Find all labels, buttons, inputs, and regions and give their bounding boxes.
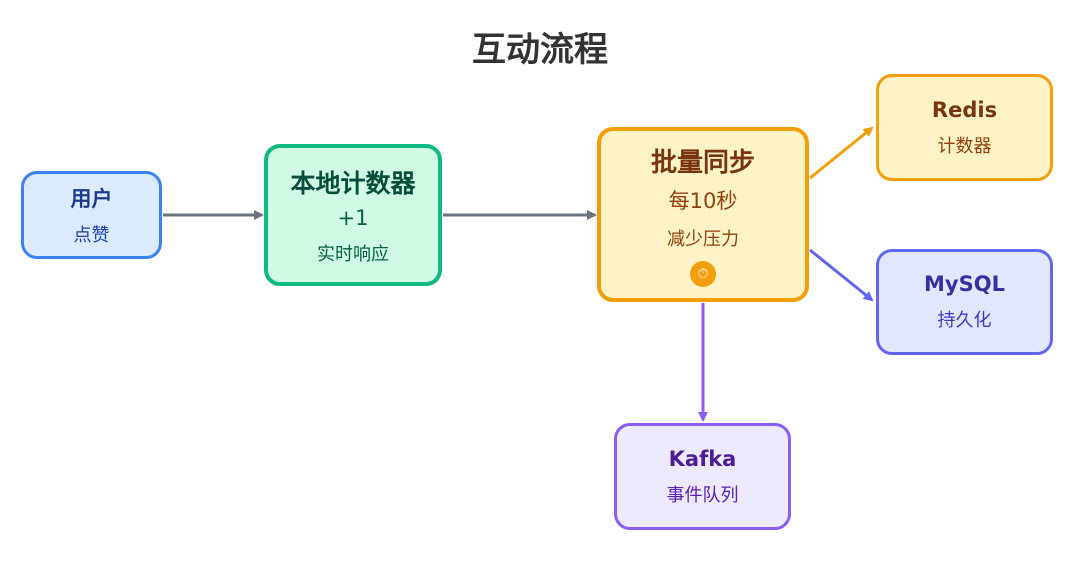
diagram-title: 互动流程 [472,30,608,70]
node-mysql: MySQL 持久化 [876,249,1053,355]
node-batch-sync: 批量同步 每10秒 减少压力 ⏱ [597,127,809,302]
node-batch-sync-interval: 每10秒 [668,189,738,213]
node-local-counter: 本地计数器 +1 实时响应 [264,144,442,286]
node-local-counter-increment: +1 [337,206,369,230]
node-mysql-subtitle: 持久化 [937,310,992,331]
node-kafka-subtitle: 事件队列 [666,484,739,506]
timer-icon: ⏱ [690,261,716,287]
node-batch-sync-title: 批量同步 [650,148,755,178]
edge-batch-sync-to-redis [809,126,874,180]
node-local-counter-subtitle: 实时响应 [317,244,389,265]
node-kafka-title: Kafka [668,446,737,471]
node-mysql-title: MySQL [924,272,1005,296]
node-user: 用户 点赞 [21,171,162,259]
node-redis: Redis 计数器 [876,74,1053,181]
node-batch-sync-subtitle: 减少压力 [667,229,739,250]
node-redis-title: Redis [931,97,998,122]
node-kafka: Kafka 事件队列 [614,423,791,530]
node-local-counter-title: 本地计数器 [290,169,416,198]
node-user-subtitle: 点赞 [73,225,110,246]
node-user-title: 用户 [70,187,113,211]
edge-batch-sync-to-mysql [809,248,874,302]
node-redis-subtitle: 计数器 [937,135,992,157]
